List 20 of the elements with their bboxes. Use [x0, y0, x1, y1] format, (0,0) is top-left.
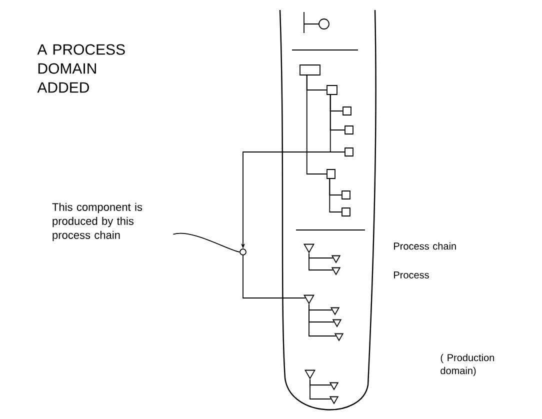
tree-line [308, 252, 334, 270]
side-label: Process [394, 272, 429, 278]
leader-line [172, 232, 240, 252]
title: A PROCESS DOMAIN ADDED [37, 44, 125, 93]
tree-line [308, 304, 336, 336]
tree-box [326, 169, 336, 179]
tree-box [342, 106, 352, 116]
tree-line [329, 178, 342, 212]
side-label: ( Production domain) [440, 354, 494, 376]
note-text: This component is produced by this process chain [52, 202, 142, 242]
tree-box [342, 208, 350, 216]
tree-box [300, 64, 320, 76]
tree-line [306, 75, 327, 174]
tree-box [344, 148, 354, 156]
tree-box [344, 126, 354, 134]
connector-line [242, 255, 306, 298]
side-label: Process chain [394, 242, 456, 250]
tree-box [326, 85, 338, 95]
tree-line [310, 378, 332, 400]
tree-box [342, 190, 350, 200]
